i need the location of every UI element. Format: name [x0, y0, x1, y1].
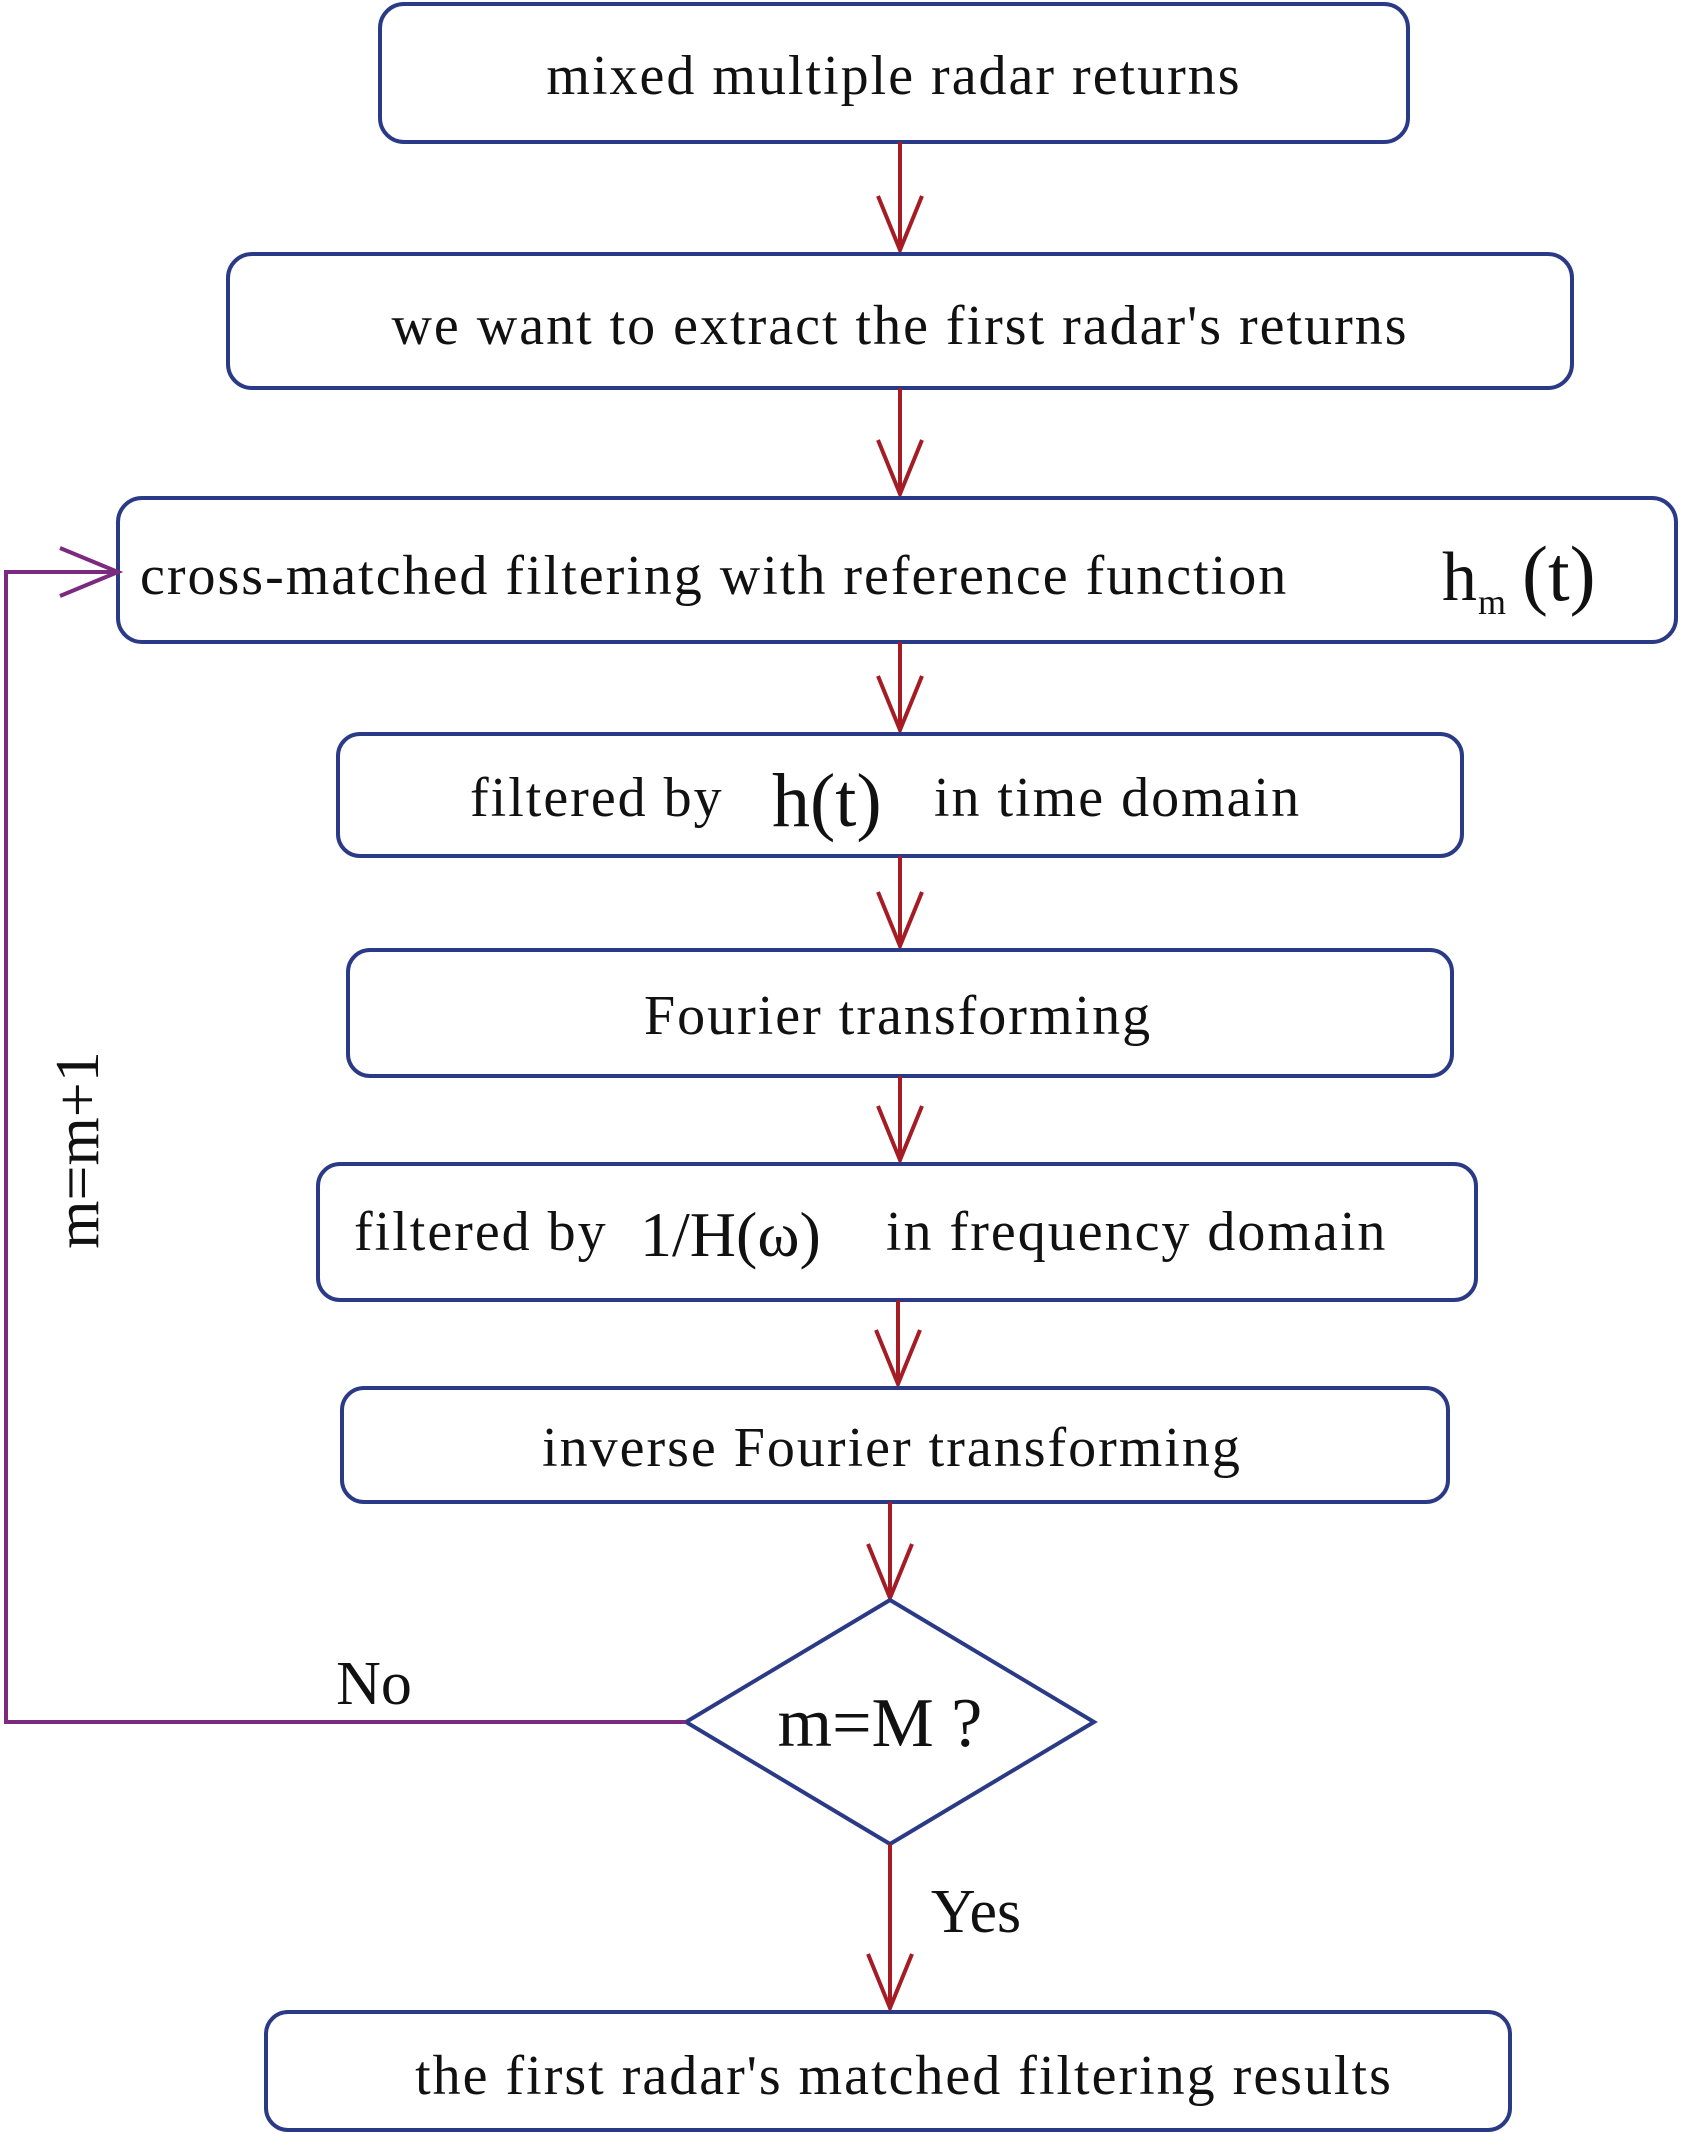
time-filter-prefix: filtered by	[470, 767, 724, 829]
loop-back-arrow	[4, 546, 686, 1724]
step-inverse-fourier-label: inverse Fourier transforming	[542, 1417, 1242, 1479]
step-cross-matched-filtering-label: cross-matched filtering with reference f…	[140, 545, 1288, 607]
step-cross-matched-filtering: cross-matched filtering with reference f…	[116, 496, 1678, 644]
time-filter-suffix: in time domain	[934, 767, 1301, 829]
reference-function-subscript: m	[1478, 582, 1506, 622]
result-box: the first radar's matched filtering resu…	[264, 2010, 1512, 2132]
step-time-domain-filter: filtered by h(t) in time domain	[336, 732, 1464, 858]
step-inverse-fourier: inverse Fourier transforming	[340, 1386, 1450, 1504]
arrow-6	[874, 1300, 922, 1390]
step-frequency-domain-filter: filtered by 1/H(ω) in frequency domain	[316, 1162, 1478, 1302]
freq-filter-suffix: in frequency domain	[886, 1201, 1387, 1263]
arrow-7	[866, 1502, 914, 1604]
decision-m-equals-M: m=M ?	[682, 1597, 1098, 1847]
arrow-4	[876, 856, 924, 952]
freq-filter-prefix: filtered by	[354, 1201, 608, 1263]
step-extract-first-radar: we want to extract the first radar's ret…	[226, 252, 1574, 390]
step-mixed-returns: mixed multiple radar returns	[378, 2, 1410, 144]
arrow-1	[876, 142, 924, 256]
arrow-5	[876, 1076, 924, 1166]
reference-function-base: h	[1442, 539, 1477, 616]
step-extract-first-radar-label: we want to extract the first radar's ret…	[391, 295, 1408, 357]
step-fourier-transform: Fourier transforming	[346, 948, 1454, 1078]
result-label: the first radar's matched filtering resu…	[415, 2045, 1393, 2107]
step-fourier-transform-label: Fourier transforming	[644, 985, 1152, 1047]
time-filter-math: h(t)	[772, 759, 882, 843]
reference-function-argument: (t)	[1522, 530, 1596, 617]
yes-branch-label: Yes	[931, 1878, 1021, 1946]
arrow-2	[876, 388, 924, 500]
loop-increment-label: m=m+1	[44, 1051, 112, 1248]
step-mixed-returns-label: mixed multiple radar returns	[546, 45, 1241, 107]
yes-arrow	[866, 1844, 914, 2014]
arrow-3	[876, 642, 924, 736]
no-branch-label: No	[336, 1650, 412, 1718]
freq-filter-math: 1/H(ω)	[640, 1199, 821, 1270]
decision-label: m=M ?	[778, 1685, 983, 1762]
